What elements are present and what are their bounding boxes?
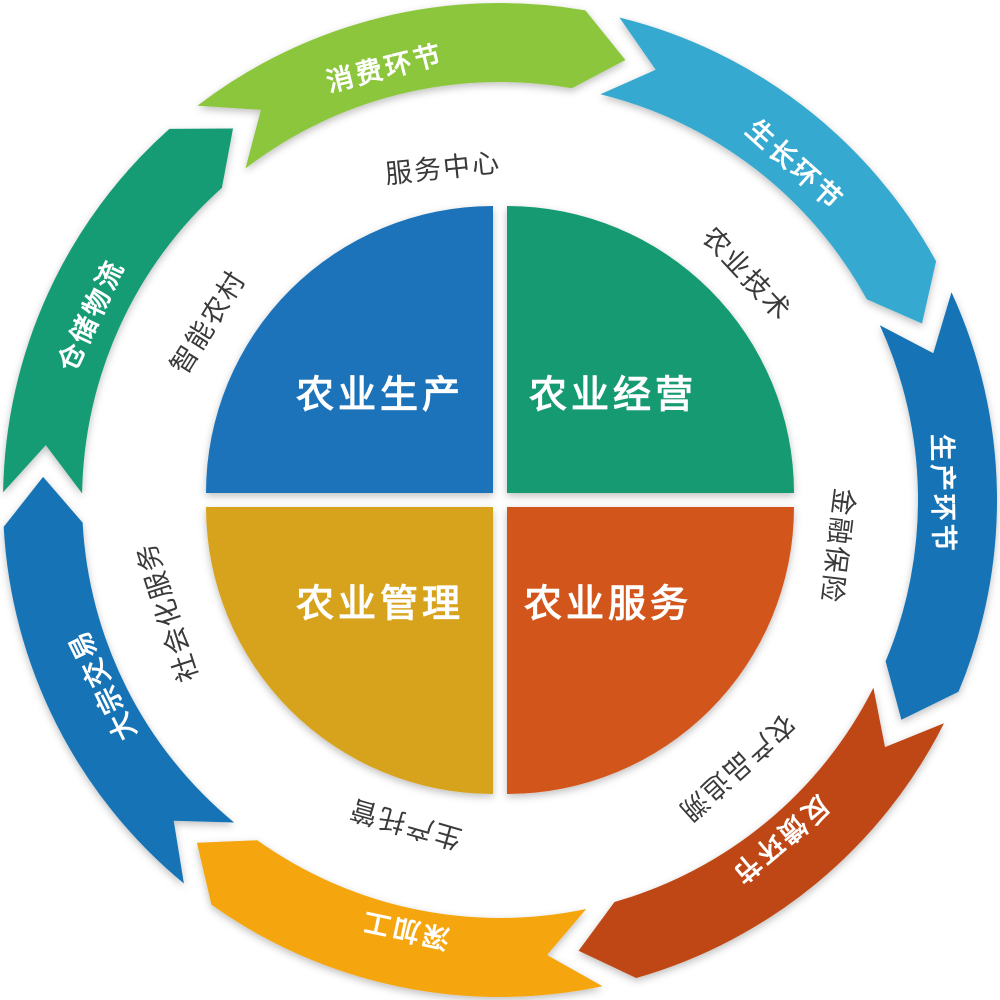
label-service-center: 服务中心	[384, 147, 503, 189]
segment-warehousing-logistics	[3, 128, 233, 494]
quadrant-agricultural-management	[206, 507, 493, 794]
segment-deep-processing	[196, 840, 603, 997]
label-production-trusteeship: 生产托管	[345, 793, 465, 854]
quadrant-agricultural-production	[206, 206, 493, 493]
segment-consumption	[197, 2, 626, 169]
quadrant-label-production: 农业生产	[296, 374, 464, 416]
quadrant-label-management: 农业管理	[296, 583, 464, 625]
center-quadrant-labels: 农业生产 农业经营 农业管理 农业服务	[296, 374, 697, 625]
label-socialized-services: 社会化服务	[131, 538, 204, 685]
quadrant-label-operation: 农业经营	[529, 374, 697, 416]
segment-production	[879, 292, 997, 720]
outer-label-production: 生产环节	[927, 434, 959, 555]
middle-ring-labels: 服务中心 农业技术 金融保险 农产品追溯 生产托管 社会化服务 智能农村	[131, 147, 860, 854]
center-quadrants	[206, 206, 794, 794]
outer-ring	[3, 2, 997, 997]
quadrant-label-service: 农业服务	[524, 583, 692, 625]
quadrant-agricultural-operation	[507, 206, 794, 493]
label-finance-insurance: 金融保险	[816, 487, 860, 606]
quadrant-agricultural-service	[507, 507, 794, 794]
segment-bulk-trading	[3, 476, 235, 884]
segment-growth	[600, 17, 937, 324]
segment-feedback	[578, 687, 944, 978]
